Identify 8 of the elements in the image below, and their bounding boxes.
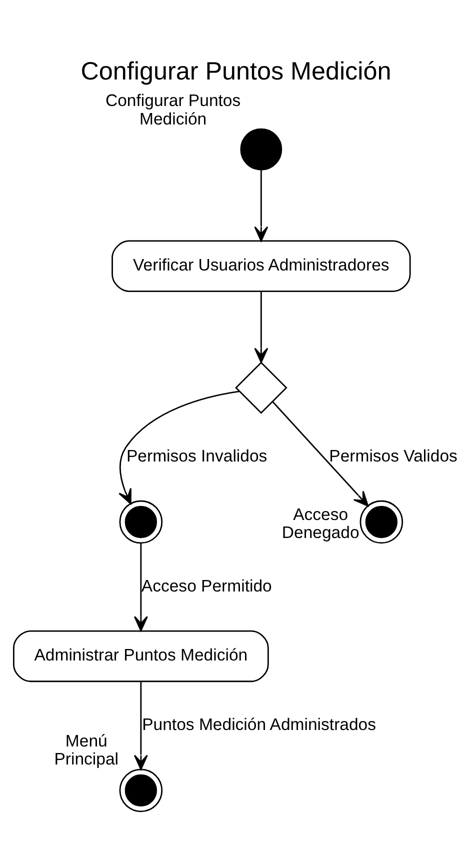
node-label: Acceso Denegado [282,504,360,542]
edge-label: Puntos Medición Administrados [142,714,376,734]
edge-label: Permisos Validos [329,446,458,465]
edge-label: Acceso Permitido [141,576,272,595]
node-label: Configurar Puntos Medición [106,90,241,128]
edge-label: Permisos Invalidos [126,446,268,465]
node-label: Menú Principal [54,731,119,768]
diagram-title: Configurar Puntos Medición [80,56,392,85]
